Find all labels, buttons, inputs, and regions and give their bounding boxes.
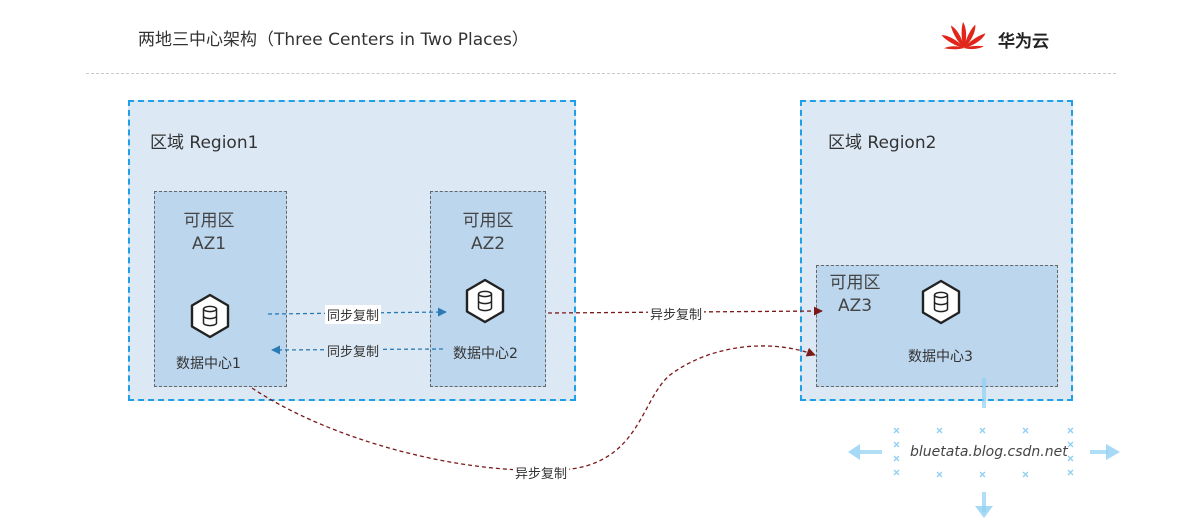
datacenter-2-label: 数据中心2	[453, 346, 518, 362]
database-icon	[465, 278, 505, 324]
watermark-text: bluetata.blog.csdn.net	[910, 444, 1068, 460]
async-az2-az3-label: 异步复制	[648, 304, 705, 323]
zone-az1-label-line2: AZ1	[191, 234, 227, 254]
zone-az3	[816, 265, 1058, 387]
watermark-decoration	[848, 378, 1120, 518]
zone-az3-label-line1: 可用区	[829, 273, 881, 293]
zone-az3-label-line2: AZ3	[837, 296, 873, 316]
zone-az1-label: 可用区 AZ1	[154, 210, 264, 256]
zone-az2-label: 可用区 AZ2	[430, 210, 546, 256]
async-arrow-az2-az3	[547, 306, 823, 316]
huawei-flower-icon	[941, 22, 986, 50]
datacenter-1-label: 数据中心1	[176, 356, 241, 372]
page-title: 两地三中心架构（Three Centers in Two Places）	[138, 30, 529, 50]
sync-arrow-forward	[267, 307, 447, 317]
database-icon	[190, 293, 230, 339]
region-1-label: 区域 Region1	[150, 133, 259, 153]
datacenter-3-label: 数据中心3	[908, 349, 973, 365]
sync-back-label: 同步复制	[325, 341, 382, 360]
zone-az1	[154, 191, 287, 387]
zone-az2-label-line1: 可用区	[462, 211, 514, 231]
region-2-label: 区域 Region2	[828, 133, 937, 153]
async-az1-az3-label: 异步复制	[513, 463, 570, 482]
zone-az1-label-line1: 可用区	[183, 211, 235, 231]
zone-az3-label: 可用区 AZ3	[820, 272, 890, 318]
sync-forward-label: 同步复制	[325, 305, 382, 324]
header-divider	[86, 73, 1116, 74]
async-arrow-az1-az3	[251, 345, 816, 472]
brand-name: 华为云	[998, 32, 1049, 52]
database-icon	[921, 279, 961, 325]
zone-az2-label-line2: AZ2	[470, 234, 506, 254]
